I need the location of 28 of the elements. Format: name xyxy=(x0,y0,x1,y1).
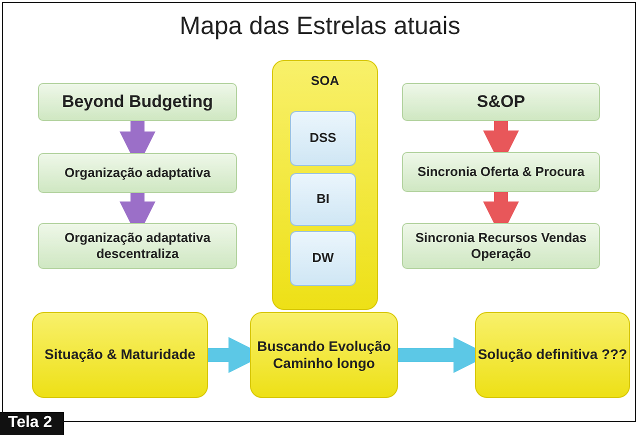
node-label: Buscando Evolução Caminho longo xyxy=(256,338,392,372)
process-box xyxy=(38,153,237,193)
node-label: Sincronia Recursos Vendas Operação xyxy=(414,230,588,262)
node-label: Organização adaptativa xyxy=(64,164,210,182)
status-box xyxy=(32,312,208,398)
node-label: Beyond Budgeting xyxy=(62,91,214,113)
process-box xyxy=(402,152,600,192)
component-box xyxy=(290,173,356,226)
component-box xyxy=(290,111,356,166)
component-box xyxy=(290,231,356,286)
layer-column xyxy=(272,60,378,310)
node-label: DSS xyxy=(310,130,336,147)
process-box xyxy=(402,83,600,121)
process-box xyxy=(38,223,237,269)
node-label: Sincronia Oferta & Procura xyxy=(418,164,584,180)
node-label: Organização adaptativa descentraliza xyxy=(64,230,212,262)
node-label: S&OP xyxy=(476,91,526,113)
process-box xyxy=(38,83,237,121)
node-label: BI xyxy=(316,191,330,208)
screen-tag: Tela 2 xyxy=(0,412,64,435)
node-label: DW xyxy=(312,250,334,267)
node-label: Solução definitiva ??? xyxy=(478,346,628,364)
title: Mapa das Estrelas atuais xyxy=(178,12,462,41)
node-label: SOA xyxy=(310,73,340,90)
process-box xyxy=(402,223,600,269)
node-label: Situação & Maturidade xyxy=(44,346,196,364)
status-box xyxy=(475,312,630,398)
status-box xyxy=(250,312,398,398)
